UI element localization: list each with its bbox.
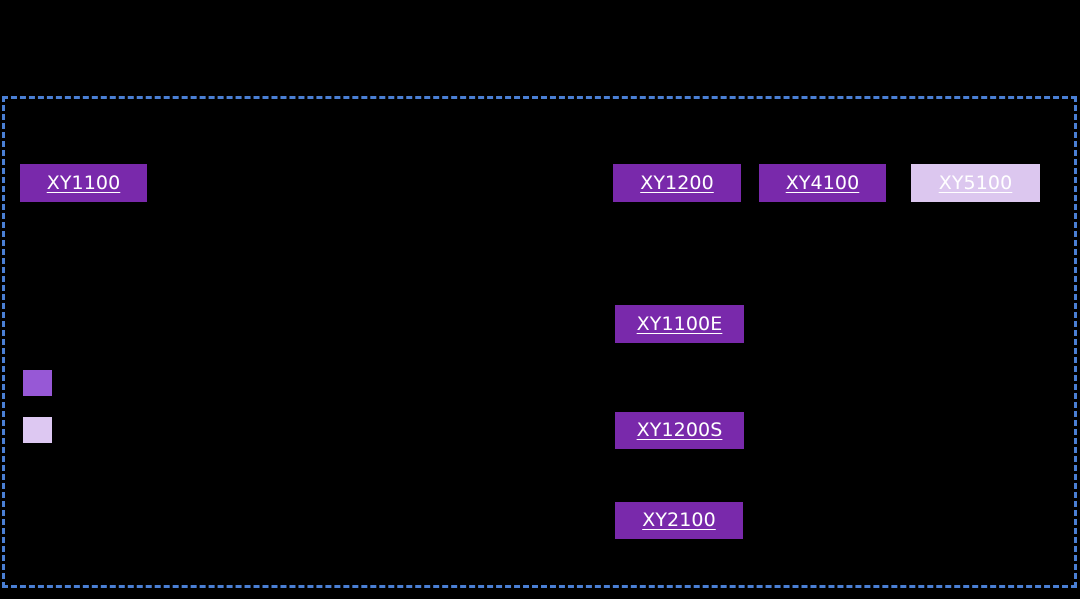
link-chip-label: XY1100E <box>636 312 723 335</box>
link-chip-label: XY5100 <box>938 171 1013 194</box>
dashed-region-frame <box>2 96 1077 588</box>
swatch-medium-purple <box>23 370 52 396</box>
link-chip-xy2100[interactable]: XY2100 <box>615 502 743 539</box>
link-chip-xy5100[interactable]: XY5100 <box>911 164 1040 202</box>
link-chip-xy4100[interactable]: XY4100 <box>759 164 886 202</box>
link-chip-xy1100e[interactable]: XY1100E <box>615 305 744 343</box>
link-chip-xy1100[interactable]: XY1100 <box>20 164 147 202</box>
link-chip-label: XY4100 <box>785 171 860 194</box>
link-chip-xy1200[interactable]: XY1200 <box>613 164 741 202</box>
link-chip-label: XY1200S <box>636 419 723 441</box>
link-chip-label: XY2100 <box>642 509 716 531</box>
link-chip-xy1200s[interactable]: XY1200S <box>615 412 744 449</box>
link-chip-label: XY1100 <box>46 171 121 194</box>
swatch-light-lavender <box>23 417 52 443</box>
link-chip-label: XY1200 <box>640 171 714 194</box>
